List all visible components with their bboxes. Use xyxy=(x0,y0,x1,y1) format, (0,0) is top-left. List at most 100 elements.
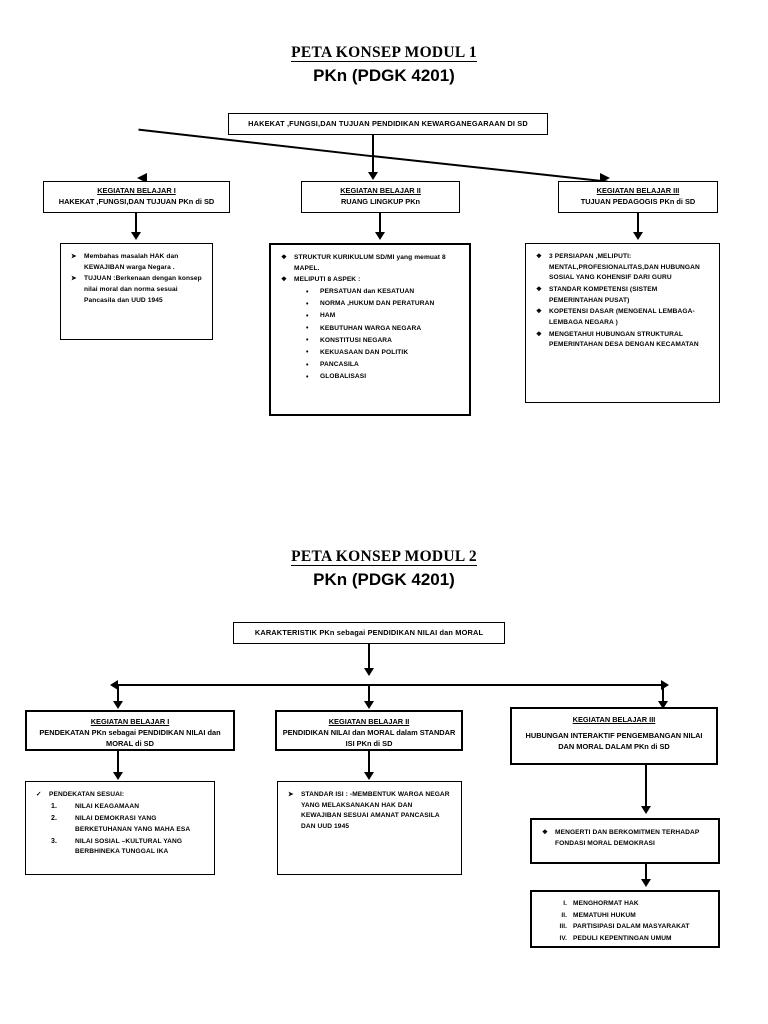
module-1-branch-2-box: KEGIATAN BELAJAR II RUANG LINGKUP PKn xyxy=(301,181,460,213)
module-1-right-arrowhead xyxy=(600,173,610,183)
module-2-branch-3-connector xyxy=(645,765,647,789)
list-item: ➤ TUJUAN :Berkenaan dengan konsep nilai … xyxy=(71,274,203,306)
dot-bullet-icon: • xyxy=(306,361,309,369)
list-item: ➤ Membahas masalah HAK dan KEWAJIBAN war… xyxy=(71,252,203,273)
module-1-left-arrowhead xyxy=(137,173,147,183)
list-item: • PANCASILA xyxy=(294,360,460,371)
module-1-title-text: PETA KONSEP MODUL 1 xyxy=(291,44,477,62)
module-1-branch-2-list: ❖ STRUKTUR KURIKULUM SD/MI yang memuat 8… xyxy=(281,253,460,383)
list-item-text: 3 PERSIAPAN ,MELIPUTI: MENTAL,PROFESIONA… xyxy=(549,253,700,282)
list-item: I. MENGHORMAT HAK xyxy=(537,899,713,910)
list-item: 2.NILAI DEMOKRASI YANG BERKETUHANAN YANG… xyxy=(49,814,205,835)
list-item-text: KOPETENSI DASAR (MENGENAL LEMBAGA- LEMBA… xyxy=(549,308,695,327)
module-2-branch-3-box: KEGIATAN BELAJAR III HUBUNGAN INTERAKTIF… xyxy=(510,707,718,765)
module-1-root-label: HAKEKAT ,FUNGSI,DAN TUJUAN PENDIDIKAN KE… xyxy=(248,119,528,129)
list-item-text: NILAI SOSIAL –KULTURAL YANG BERBHINEKA T… xyxy=(75,837,183,856)
module-2-branch-3-subtitle: HUBUNGAN INTERAKTIF PENGEMBANGAN NILAI D… xyxy=(525,731,703,751)
dot-bullet-icon: • xyxy=(306,349,309,357)
module-1-branch-3-detail-box: ❖ 3 PERSIAPAN ,MELIPUTI: MENTAL,PROFESIO… xyxy=(525,243,720,403)
list-item-text: PENDEKATAN SESUAI: xyxy=(49,791,125,798)
dot-bullet-icon: • xyxy=(306,373,309,381)
module-1-root-box: HAKEKAT ,FUNGSI,DAN TUJUAN PENDIDIKAN KE… xyxy=(228,113,548,135)
list-item-text: KEBUTUHAN WARGA NEGARA xyxy=(320,324,422,332)
module-2-bus-right-arrowhead xyxy=(661,680,669,690)
roman-marker: IV. xyxy=(559,935,567,943)
list-item: • NORMA ,HUKUM DAN PERATURAN xyxy=(294,299,460,310)
list-item: •GLOBALISASI xyxy=(294,372,460,383)
module-1-branch-1-header: KEGIATAN BELAJAR I xyxy=(97,186,176,195)
module-2-branch-1-box: KEGIATAN BELAJAR I PENDEKATAN PKn sebaga… xyxy=(25,710,235,751)
dot-bullet-icon: • xyxy=(306,300,309,308)
module-1-title: PETA KONSEP MODUL 1 xyxy=(0,44,768,62)
arrow-bullet-icon: ➤ xyxy=(71,253,77,260)
list-item: •KONSTITUSI NEGARA xyxy=(294,336,460,347)
module-1-branch-3-connector xyxy=(637,213,639,235)
list-item: 1.NILAI KEAGAMAAN xyxy=(49,802,205,813)
module-2-branch-1-subtitle: PENDEKATAN PKn sebagai PENDIDIKAN NILAI … xyxy=(39,728,221,748)
dot-bullet-icon: • xyxy=(306,325,309,333)
module-1-center-arrowhead xyxy=(368,172,378,180)
list-item: II. MEMATUHI HUKUM xyxy=(537,911,713,922)
module-2-branch-2-subtitle: PENDIDIKAN NILAI dan MORAL dalam STANDAR… xyxy=(282,728,456,748)
module-2-branch-1-connector xyxy=(117,751,119,776)
dot-bullet-icon: • xyxy=(306,288,309,296)
module-2-branch-2-header: KEGIATAN BELAJAR II xyxy=(328,717,410,726)
module-1-branch-2-sublist: •PERSATUAN dan KESATUAN • NORMA ,HUKUM DA… xyxy=(294,287,460,383)
module-1-branch-1-arrowhead xyxy=(131,232,141,240)
module-1-root-stem xyxy=(372,135,374,155)
list-item-text: KEKUASAAN DAN POLITIK xyxy=(320,348,409,356)
diamond-bullet-icon: ❖ xyxy=(281,276,287,284)
list-item: 3.NILAI SOSIAL –KULTURAL YANG BERBHINEKA… xyxy=(49,837,205,858)
module-1-branch-1-list: ➤ Membahas masalah HAK dan KEWAJIBAN war… xyxy=(71,252,203,306)
list-item-text: MELIPUTI 8 ASPEK : xyxy=(294,276,361,284)
list-item: IV. PEDULI KEPENTINGAN UMUM xyxy=(537,934,713,945)
module-1-branch-1-subtitle: HAKEKAT ,FUNGSI,DAN TUJUAN PKn di SD xyxy=(58,197,215,206)
list-item: III. PARTISIPASI DALAM MASYARAKAT xyxy=(537,922,713,933)
module-1-branch-2-header: KEGIATAN BELAJAR II xyxy=(340,186,421,195)
module-2-branch-1-arrowhead xyxy=(113,701,123,709)
module-2-branch-2-arrowhead xyxy=(364,701,374,709)
list-item-text: PEDULI KEPENTINGAN UMUM xyxy=(573,935,672,943)
list-item-text: NILAI KEAGAMAAN xyxy=(75,802,140,810)
module-2-bus-line xyxy=(118,684,663,686)
roman-marker: II. xyxy=(561,911,567,919)
list-item-text: PARTISIPASI DALAM MASYARAKAT xyxy=(573,923,690,931)
list-item: ❖ MELIPUTI 8 ASPEK : •PERSATUAN dan KESA… xyxy=(281,275,460,383)
module-1-subtitle: PKn (PDGK 4201) xyxy=(313,66,455,85)
module-1-branch-3-arrowhead xyxy=(633,232,643,240)
list-item-text: HAM xyxy=(320,312,336,320)
list-item-text: STANDAR KOMPETENSI (SISTEM PEMERINTAHAN … xyxy=(549,286,658,304)
list-item: •PERSATUAN dan KESATUAN xyxy=(294,287,460,298)
roman-marker: I. xyxy=(563,900,567,907)
module-2-branch-1-detail-arrowhead xyxy=(113,772,123,780)
roman-marker: III. xyxy=(559,923,567,931)
module-1-branch-2-arrowhead xyxy=(375,232,385,240)
module-1-branch-1-connector xyxy=(135,213,137,235)
list-item-text: PANCASILA xyxy=(320,361,359,369)
module-2-branch-2-drop xyxy=(368,684,370,704)
module-2-branch-3-connector-2 xyxy=(645,789,647,809)
module-2-branch-3-arrowhead-3 xyxy=(641,879,651,887)
diamond-bullet-icon: ❖ xyxy=(536,253,542,260)
check-bullet-icon: ✓ xyxy=(36,791,42,798)
module-2-branch-1-drop xyxy=(117,684,119,704)
module-1-right-diagonal xyxy=(371,155,608,183)
module-2-branch-3-drop xyxy=(662,684,664,704)
module-1-branch-2-connector xyxy=(379,213,381,235)
list-item-text: NORMA ,HUKUM DAN PERATURAN xyxy=(320,300,435,308)
list-item-text: MEMATUHI HUKUM xyxy=(573,911,636,919)
module-2-branch-2-box: KEGIATAN BELAJAR II PENDIDIKAN NILAI dan… xyxy=(275,710,463,751)
module-2-branch-1-header: KEGIATAN BELAJAR I xyxy=(90,717,170,726)
list-item-text: Membahas masalah HAK dan KEWAJIBAN warga… xyxy=(84,253,179,271)
diamond-bullet-icon: ❖ xyxy=(536,308,542,316)
list-item-text: MENGHORMAT HAK xyxy=(573,900,639,907)
list-item-text: STRUKTUR KURIKULUM SD/MI yang memuat 8 M… xyxy=(294,254,446,272)
module-2-branch-2-connector xyxy=(368,751,370,776)
module-2-root-label: KARAKTERISTIK PKn sebagai PENDIDIKAN NIL… xyxy=(254,628,484,638)
module-2-branch-1-list: ✓ PENDEKATAN SESUAI: 1.NILAI KEAGAMAAN 2… xyxy=(36,790,205,858)
module-1-branch-2-subtitle: RUANG LINGKUP PKn xyxy=(340,197,421,206)
list-item: ❖ KOPETENSI DASAR (MENGENAL LEMBAGA- LEM… xyxy=(536,307,710,328)
list-item: ➤ STANDAR ISI : -MEMBENTUK WARGA NEGAR Y… xyxy=(288,790,452,833)
module-2-subtitle: PKn (PDGK 4201) xyxy=(313,570,455,589)
